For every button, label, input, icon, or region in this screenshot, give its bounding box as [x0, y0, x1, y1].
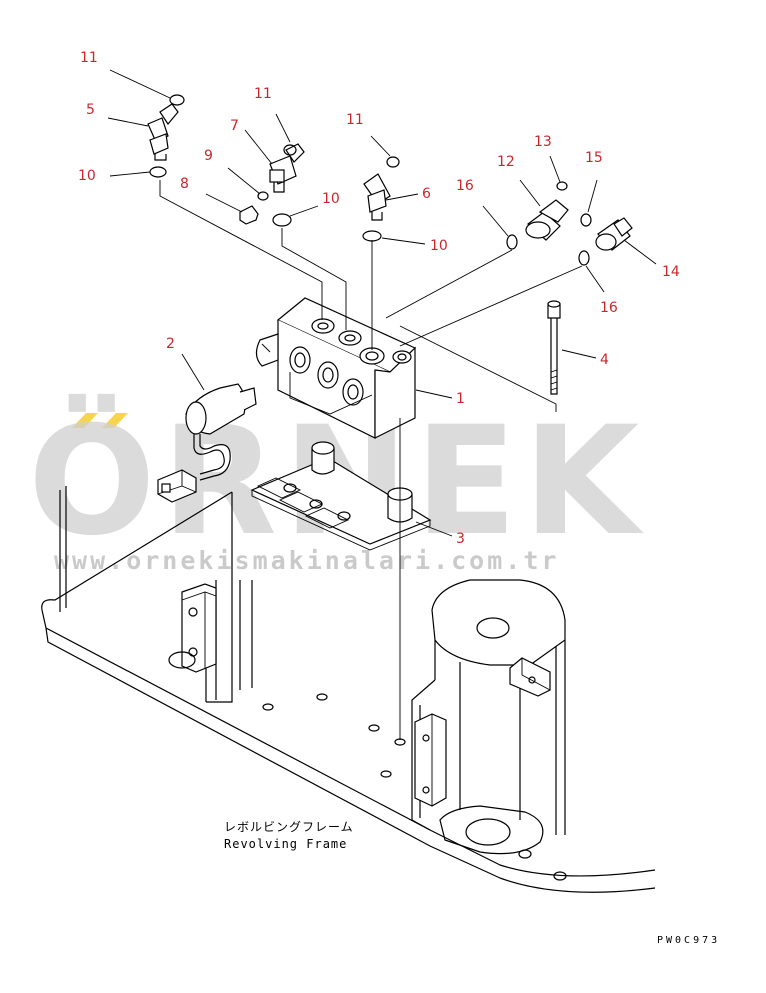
bolt	[547, 300, 561, 395]
callout-3: 3	[456, 531, 465, 547]
drawing-code: PW0C973	[657, 935, 720, 946]
leader-lines	[107, 69, 657, 537]
callout-16: 16	[456, 178, 474, 194]
callout-9: 9	[204, 148, 213, 164]
callout-11: 11	[346, 112, 364, 128]
callout-1: 1	[456, 391, 465, 407]
callout-10: 10	[430, 238, 448, 254]
callout-7: 7	[230, 118, 239, 134]
fitting-5	[147, 103, 179, 161]
callout-11: 11	[80, 50, 98, 66]
caption-english: Revolving Frame	[224, 837, 347, 851]
callout-13: 13	[534, 134, 552, 150]
callout-4: 4	[600, 352, 609, 368]
callout-8: 8	[180, 176, 189, 192]
frame-caption: レボルビングフレーム Revolving Frame	[224, 820, 354, 851]
callout-5: 5	[86, 102, 95, 118]
callout-labels: 11 5 10 11 7 9 8 10 11 6 10 13 12 15 16 …	[78, 50, 680, 547]
assembly-lines	[159, 180, 583, 740]
callout-10: 10	[78, 168, 96, 184]
callout-2: 2	[166, 336, 175, 352]
fitting-7	[269, 143, 305, 193]
caption-japanese: レボルビングフレーム	[224, 820, 354, 834]
watermark-url: www.ornekismakinalari.com.tr	[54, 546, 559, 575]
watermark-accent-left	[72, 413, 98, 428]
callout-15: 15	[585, 150, 603, 166]
callout-11: 11	[254, 86, 272, 102]
fitting-6	[363, 173, 391, 221]
callout-12: 12	[497, 154, 515, 170]
fitting-14	[595, 217, 633, 251]
revolving-frame	[41, 486, 656, 893]
valve-block	[255, 297, 417, 439]
callout-14: 14	[662, 264, 680, 280]
bracket	[250, 441, 432, 551]
callout-6: 6	[422, 186, 431, 202]
o-rings	[149, 94, 592, 266]
fitting-12	[525, 199, 569, 241]
callout-10: 10	[322, 191, 340, 207]
plug-8	[239, 205, 259, 225]
callout-16: 16	[600, 300, 618, 316]
watermark-accent-right	[102, 413, 128, 428]
pressure-switch	[157, 383, 257, 503]
